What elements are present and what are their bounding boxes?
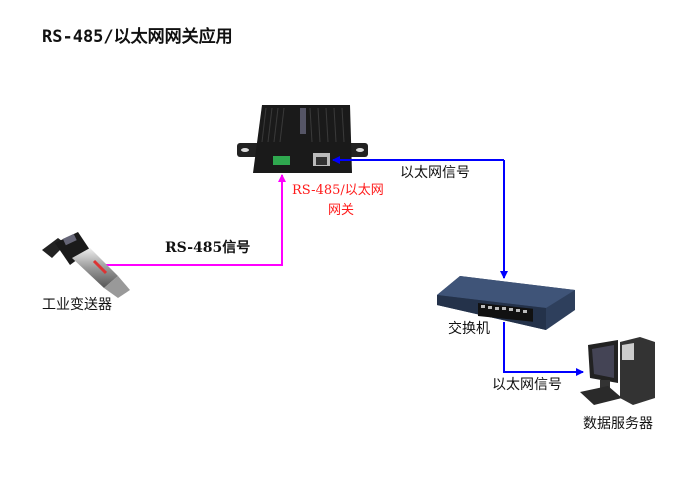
- server-label: 数据服务器: [583, 416, 653, 432]
- page-title: RS-485/以太网网关应用: [42, 26, 233, 47]
- rs485-line: [100, 174, 286, 266]
- gateway-device: [237, 105, 368, 173]
- terminal-block: [273, 156, 290, 165]
- network-switch: [437, 276, 575, 330]
- gateway-label-line1: RS-485/以太网: [292, 183, 384, 198]
- gateway-label-line2: 网关: [328, 203, 354, 218]
- switch-label: 交换机: [448, 320, 490, 337]
- ethernet-signal-label-2: 以太网信号: [492, 377, 562, 393]
- data-server: [580, 337, 655, 405]
- ethernet-line-to-server: [503, 322, 584, 376]
- rs485-signal-label: RS-485信号: [165, 239, 250, 256]
- ethernet-signal-label-1: 以太网信号: [400, 165, 470, 181]
- transmitter-label: 工业变送器: [42, 297, 112, 313]
- industrial-transmitter: [42, 232, 130, 298]
